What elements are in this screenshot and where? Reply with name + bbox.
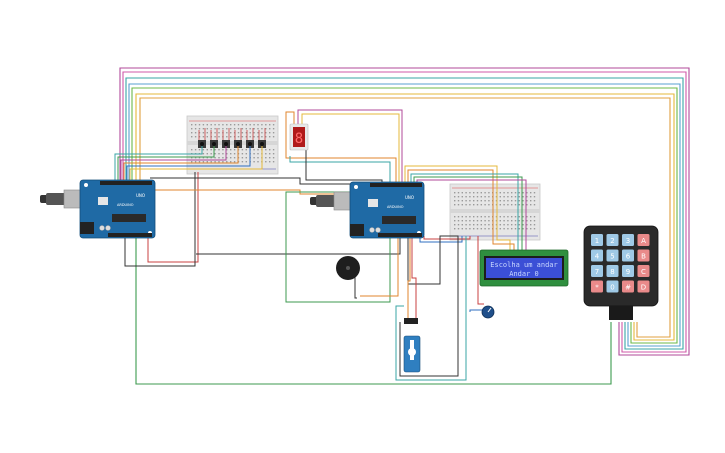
wire-yellow-seg [301, 113, 400, 184]
wire-black-seg [305, 150, 383, 184]
keypad-key[interactable] [606, 280, 619, 293]
keypad-key[interactable] [622, 280, 634, 293]
lcd-line-2: Andar 0 [509, 270, 539, 278]
lcd-16x2: Escolha um andar Andar 0 [479, 249, 569, 287]
keypad-key-label: * [595, 283, 599, 291]
push-buttons [198, 128, 266, 148]
keypad-key-label: A [641, 237, 646, 245]
wire-orange-lcd [407, 169, 515, 252]
lcd-line-1: Escolha um andar [490, 261, 557, 269]
wire-black-horizontal [196, 236, 401, 255]
wire-teal-lcd [410, 173, 519, 252]
wire-purple-button [120, 146, 227, 184]
keypad-key[interactable] [622, 265, 634, 277]
keypad-key-label: 3 [626, 237, 630, 245]
wire-orange-button [123, 146, 239, 184]
wire-blue-pot [469, 309, 485, 312]
wire-red-lcd [423, 236, 471, 240]
keypad-4x4: 1 2 3 A 4 5 6 B 7 8 9 C * 0 # D [583, 225, 659, 320]
keypad-key-label: 8 [610, 268, 614, 276]
wire-red-servo [411, 236, 417, 322]
arduino-uno-right: UNO ARDUINO [310, 181, 425, 239]
keypad-key-label: 9 [626, 268, 630, 276]
keypad-key[interactable] [591, 249, 603, 262]
breadboard-holes [454, 192, 536, 230]
keypad-key[interactable] [591, 234, 603, 246]
seven-segment-display: 8 [289, 123, 309, 151]
keypad-key[interactable] [637, 234, 650, 246]
wire-yellow-button [129, 146, 263, 184]
keypad-key-label: # [625, 283, 631, 291]
wire-red-power [147, 172, 199, 263]
seven-segment-digit: 8 [295, 131, 303, 147]
wire-black-ground [124, 172, 196, 267]
wire-black-buzzer [354, 272, 357, 299]
keypad-key-label: 7 [595, 268, 599, 276]
arduino-right-label: ARDUINO [387, 205, 404, 209]
keypad-key[interactable] [591, 265, 603, 277]
potentiometer [481, 305, 495, 319]
keypad-keys: 1 2 3 A 4 5 6 B 7 8 9 C * 0 # D [591, 234, 650, 293]
keypad-key-label: B [641, 252, 646, 260]
wire-green-button [117, 146, 215, 184]
keypad-key[interactable] [637, 249, 650, 262]
wire-green-bottom [135, 238, 612, 385]
wire-orange-servo [407, 236, 411, 322]
keypad-key[interactable] [591, 280, 603, 293]
keypad-key[interactable] [606, 265, 619, 277]
arduino-left-label: ARDUINO [117, 203, 134, 207]
arduino-uno-left: UNO ARDUINO [40, 179, 156, 239]
keypad-key[interactable] [606, 234, 619, 246]
wire-black-servo [399, 235, 459, 377]
wire-red-pot [477, 236, 484, 305]
breadboard-buttons [186, 115, 279, 175]
wire-purple-seg [297, 109, 403, 184]
wire-green-lcd [413, 176, 523, 252]
wire-black-link [150, 177, 360, 185]
breadboard-right [449, 183, 541, 241]
wire-yellow-lcd [404, 165, 511, 252]
wire-orange-seg [285, 111, 397, 184]
keypad-key[interactable] [637, 280, 650, 293]
keypad-key[interactable] [622, 249, 634, 262]
signal-wires [114, 109, 527, 381]
wire-orange-buzzer [360, 236, 399, 297]
keypad-key-label: 0 [610, 283, 614, 291]
keypad-key-label: 4 [595, 252, 600, 260]
keypad-key-label: 1 [595, 237, 599, 245]
wire-teal-button [114, 146, 203, 184]
piezo-buzzer [336, 256, 360, 280]
keypad-key-label: 6 [626, 252, 631, 260]
wire-green-buzzer [285, 191, 391, 303]
servo-motor [403, 318, 421, 373]
keypad-key[interactable] [606, 249, 619, 262]
keypad-key[interactable] [622, 234, 634, 246]
keypad-key-label: C [641, 268, 646, 276]
wire-teal-servo [395, 236, 467, 381]
keypad-key[interactable] [637, 265, 650, 277]
wire-teal-seg [289, 156, 391, 184]
wire-blue-button [126, 146, 251, 184]
arduino-left-brand: UNO [136, 193, 145, 198]
arduino-right-brand: UNO [405, 195, 414, 200]
keypad-key-label: 5 [610, 252, 614, 260]
keypad-key-label: 2 [610, 237, 614, 245]
keypad-key-label: D [641, 283, 646, 291]
